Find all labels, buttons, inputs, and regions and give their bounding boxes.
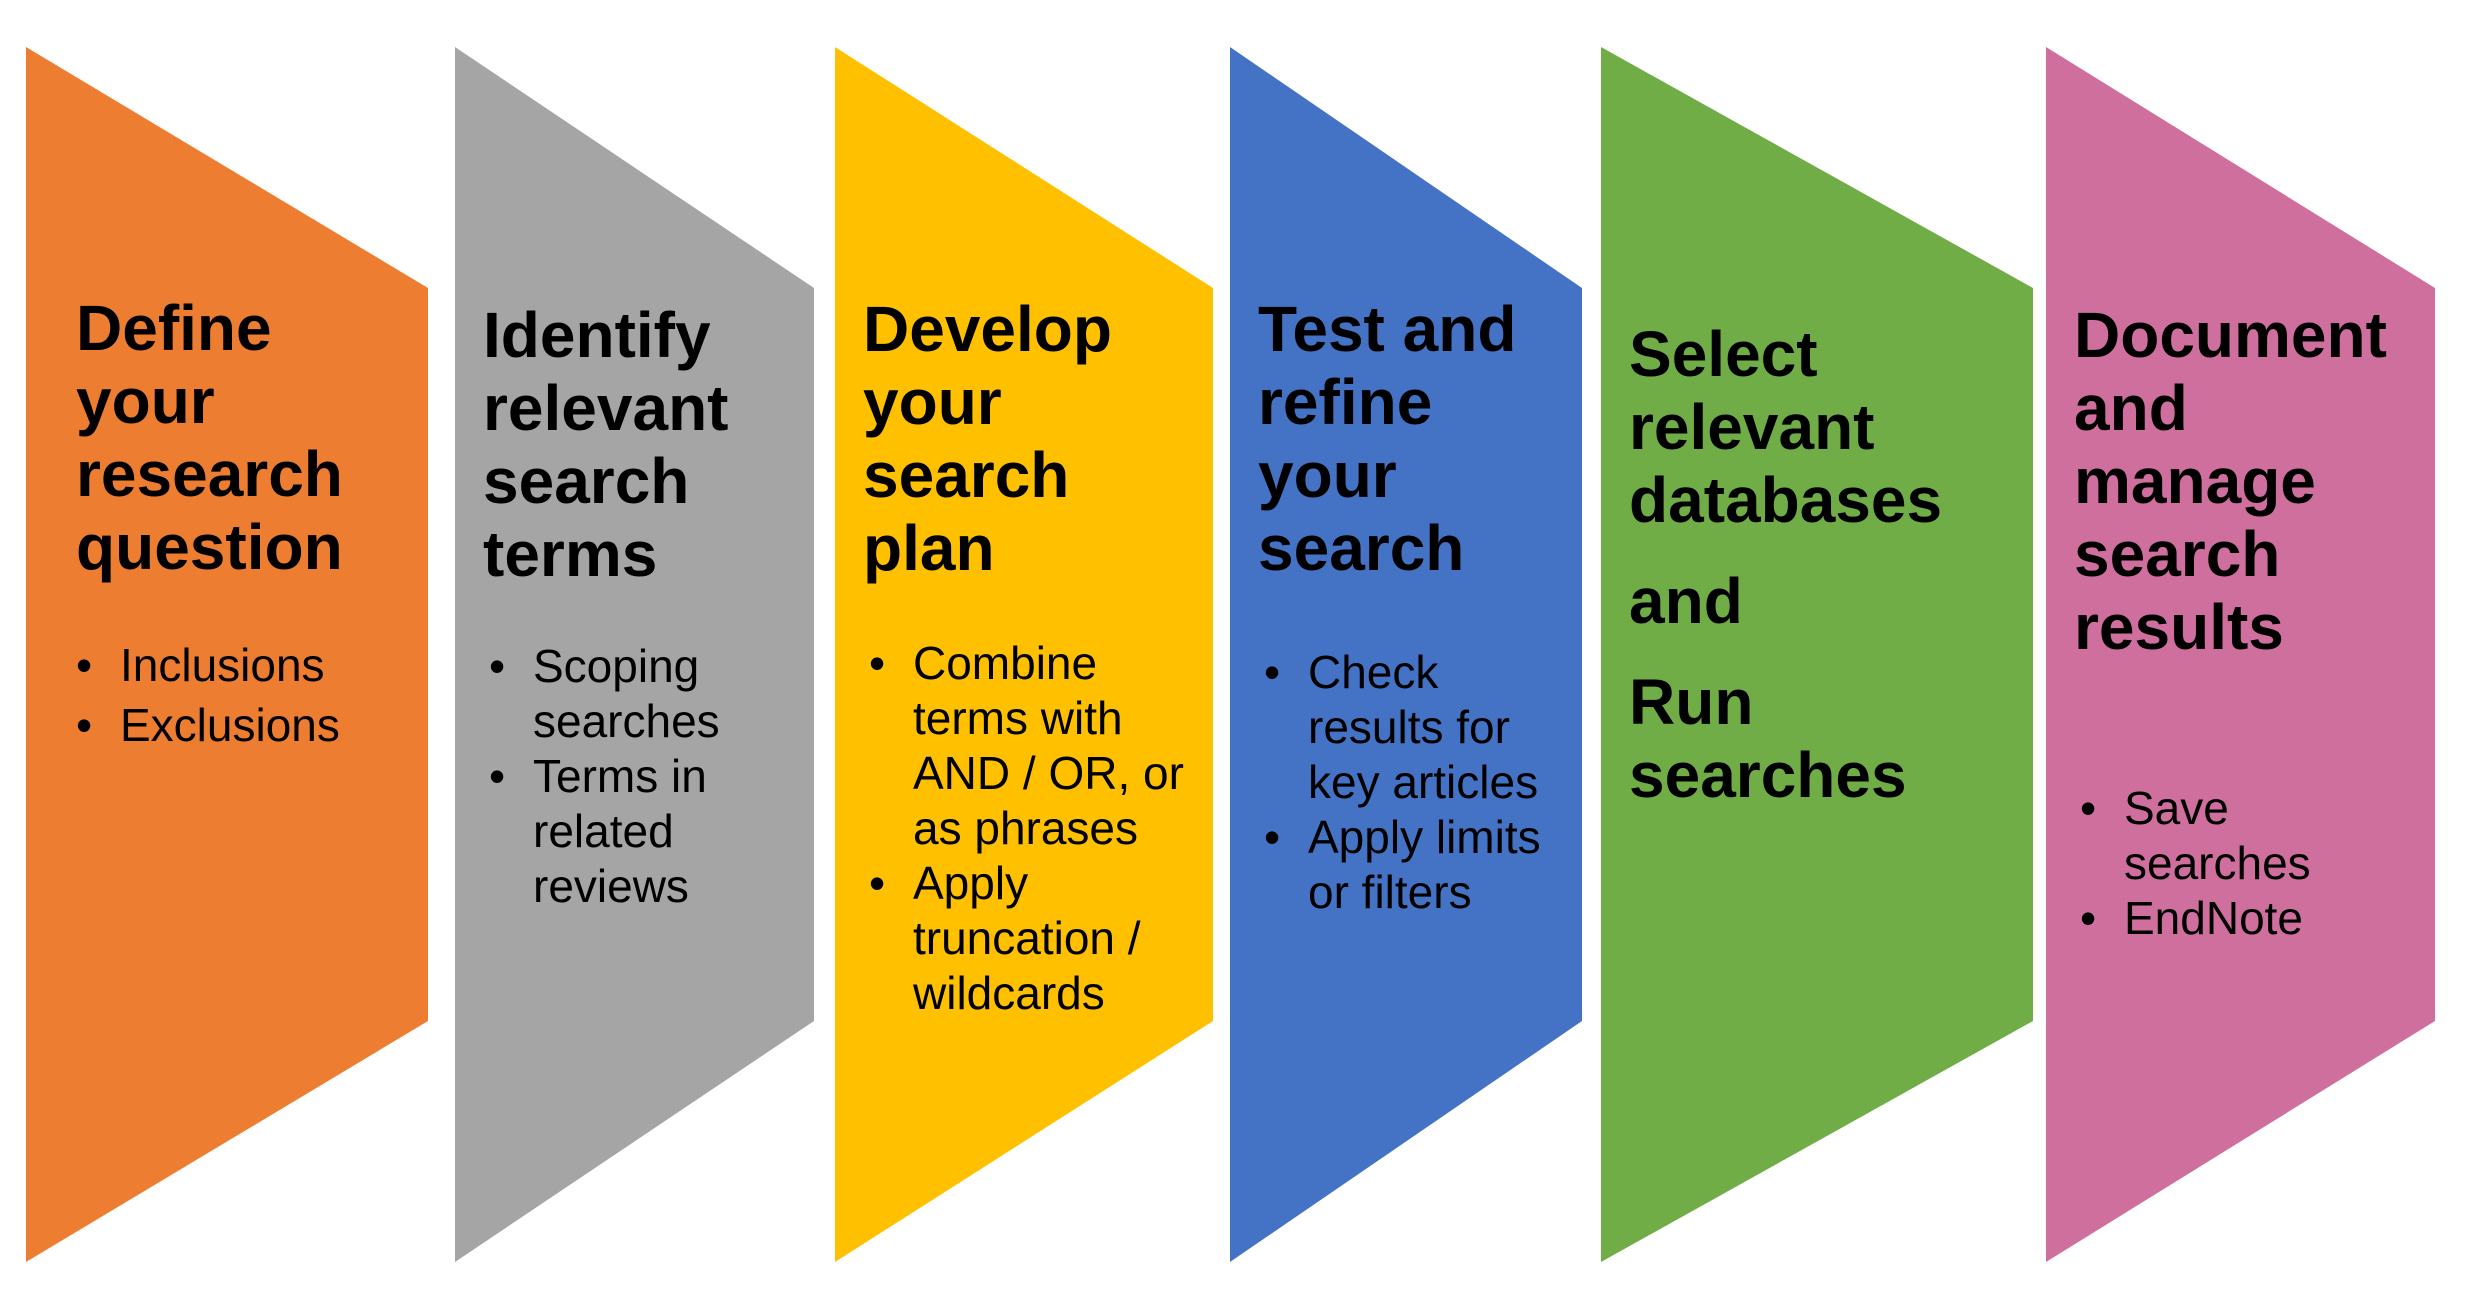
banner-polygon — [26, 47, 428, 1262]
step-title-line: search — [863, 439, 1070, 511]
banner-shape — [26, 47, 428, 1262]
step-title-line: Identify — [483, 299, 711, 371]
step-title-line: search — [2074, 518, 2281, 590]
step-identify-search-terms: Identify relevant search terms • Scoping… — [455, 47, 814, 1262]
step-title: Develop your search plan — [863, 293, 1207, 585]
step-title-line: your — [76, 365, 215, 437]
bullet-dot: • — [489, 750, 506, 802]
step-title-line: research — [76, 438, 343, 510]
step-title-line: search — [483, 445, 690, 517]
step-title-line: Select — [1629, 318, 1818, 390]
bullet-item: • Combine terms with AND / OR, or as phr… — [847, 636, 1187, 856]
banner-polygon — [455, 47, 814, 1262]
bullet-dot: • — [76, 699, 93, 751]
step-title-line: databases — [1629, 464, 1943, 536]
bullet-dot: • — [2080, 892, 2097, 944]
step-title-line: Develop — [863, 293, 1112, 365]
bullet-dot: • — [1264, 811, 1281, 863]
bullet-dot: • — [1264, 646, 1281, 698]
step-title-line: and — [1629, 565, 1743, 637]
step-title-line: manage — [2074, 445, 2316, 517]
bullet-dot: • — [869, 637, 886, 689]
step-title-line: terms — [483, 518, 658, 590]
step-bullet-list: • Save searches • EndNote — [2058, 781, 2409, 946]
bullet-text: Apply truncation / wildcards — [913, 857, 1141, 1019]
bullet-text: Scoping searches — [533, 640, 720, 747]
bullet-item: • Apply limits or filters — [1242, 810, 1556, 920]
step-title: Test and refine your search — [1258, 293, 1576, 585]
bullet-dot: • — [76, 639, 93, 691]
step-title-line: searches — [1629, 739, 1907, 811]
bullet-text: Apply limits or filters — [1308, 811, 1541, 918]
bullet-item: • EndNote — [2058, 891, 2409, 946]
bullet-item: • Terms in related reviews — [467, 749, 788, 914]
bullet-item: • Inclusions — [54, 635, 402, 695]
step-test-refine-search: Test and refine your search • Check resu… — [1230, 47, 1582, 1262]
bullet-item: • Check results for key articles — [1242, 645, 1556, 810]
step-title-line: relevant — [1629, 391, 1875, 463]
step-title-line: search — [1258, 512, 1465, 584]
step-title-line: relevant — [483, 372, 729, 444]
step-bullet-list: • Check results for key articles • Apply… — [1242, 645, 1556, 920]
banner-polygon — [835, 47, 1213, 1262]
bullet-item: • Exclusions — [54, 695, 402, 755]
bullet-text: Inclusions — [120, 639, 325, 691]
banner-shape — [455, 47, 814, 1262]
step-select-databases-run-searches: Select relevant databases and Run search… — [1601, 47, 2033, 1262]
step-define-research-question: Define your research question • Inclusio… — [26, 47, 428, 1262]
bullet-item: • Apply truncation / wildcards — [847, 856, 1187, 1021]
banner-shape — [835, 47, 1213, 1262]
step-title-line: Document — [2074, 299, 2387, 371]
banner-shape — [2046, 47, 2435, 1262]
step-bullet-list: • Inclusions • Exclusions — [54, 635, 402, 755]
bullet-dot: • — [489, 640, 506, 692]
bullet-dot: • — [2080, 782, 2097, 834]
banner-polygon — [1601, 47, 2033, 1262]
bullet-text: Terms in related reviews — [533, 750, 707, 912]
bullet-item: • Save searches — [2058, 781, 2409, 891]
bullet-text: Check results for key articles — [1308, 646, 1539, 808]
step-title-line: refine — [1258, 366, 1433, 438]
step-title: Select relevant databases and Run search… — [1629, 318, 2027, 812]
bullet-item: • Scoping searches — [467, 639, 788, 749]
step-title: Define your research question — [76, 292, 422, 584]
step-bullet-list: • Combine terms with AND / OR, or as phr… — [847, 636, 1187, 1021]
bullet-text: EndNote — [2124, 892, 2304, 944]
banner-shape — [1230, 47, 1582, 1262]
step-title-line: your — [1258, 439, 1397, 511]
step-title-line: your — [863, 366, 1002, 438]
step-title-line: Define — [76, 292, 272, 364]
bullet-text: Save searches — [2124, 782, 2311, 889]
step-title-line: and — [2074, 372, 2188, 444]
step-document-manage-results: Document and manage search results • Sav… — [2046, 47, 2435, 1262]
step-title-line: results — [2074, 591, 2284, 663]
bullet-text: Exclusions — [120, 699, 340, 751]
step-title: Identify relevant search terms — [483, 299, 808, 591]
banner-shape — [1601, 47, 2033, 1262]
step-title-line: Run — [1629, 666, 1754, 738]
banner-polygon — [2046, 47, 2435, 1262]
bullet-dot: • — [869, 857, 886, 909]
step-title-line: Test and — [1258, 293, 1517, 365]
banner-polygon — [1230, 47, 1582, 1262]
step-develop-search-plan: Develop your search plan • Combine terms… — [835, 47, 1213, 1262]
step-title: Document and manage search results — [2074, 299, 2429, 664]
step-title-line: plan — [863, 512, 995, 584]
step-title-line: question — [76, 511, 343, 583]
step-bullet-list: • Scoping searches • Terms in related re… — [467, 639, 788, 914]
bullet-text: Combine terms with AND / OR, or as phras… — [913, 637, 1184, 854]
